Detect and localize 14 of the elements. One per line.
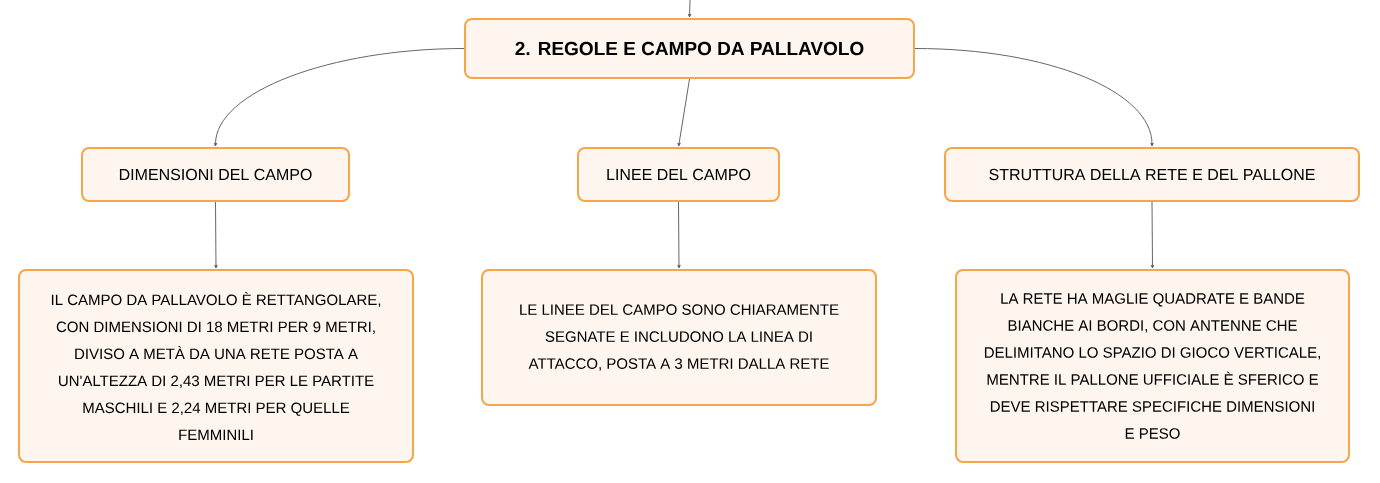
detail-box: LE LINEE DEL CAMPO SONO CHIARAMENTE SEGNATE E INCLUDONO LA LINEA DI ATTACCO, POSTA A 3 METRI DALLA RETE <box>481 269 877 406</box>
arrow <box>213 48 465 147</box>
arrow <box>677 201 681 269</box>
arrow <box>677 78 690 147</box>
detail-box: LA RETE HA MAGLIE QUADRATE E BANDE BIANCHE AI BORDI, CON ANTENNE CHE DELIMITANO LO SPAZIO DI GIOCO VERTICALE, MENTRE IL PALLONE UFFICIALE È SFERICO E DEVE RISPETTARE SPECIFICHE DIMENSIONI E PESO <box>955 269 1350 463</box>
arrow <box>687 0 692 18</box>
topic-box: LINEE DEL CAMPO <box>577 147 780 202</box>
topic-box: STRUTTURA DELLA RETE E DEL PALLONE <box>944 147 1360 202</box>
arrow <box>214 201 218 269</box>
arrow <box>914 48 1154 147</box>
detail-box: IL CAMPO DA PALLAVOLO È RETTANGOLARE, CON DIMENSIONI DI 18 METRI PER 9 METRI, DIVISO A METÀ DA UNA RETE POSTA A UN'ALTEZZA DI 2,43 METRI PER LE PARTITE MASCHILI E 2,24 METRI PER QUELLE FEMMINILI <box>18 269 414 463</box>
title-box: 2. REGOLE E CAMPO DA PALLAVOLO <box>464 18 915 79</box>
arrow <box>1150 201 1155 269</box>
topic-box: DIMENSIONI DEL CAMPO <box>81 147 350 202</box>
